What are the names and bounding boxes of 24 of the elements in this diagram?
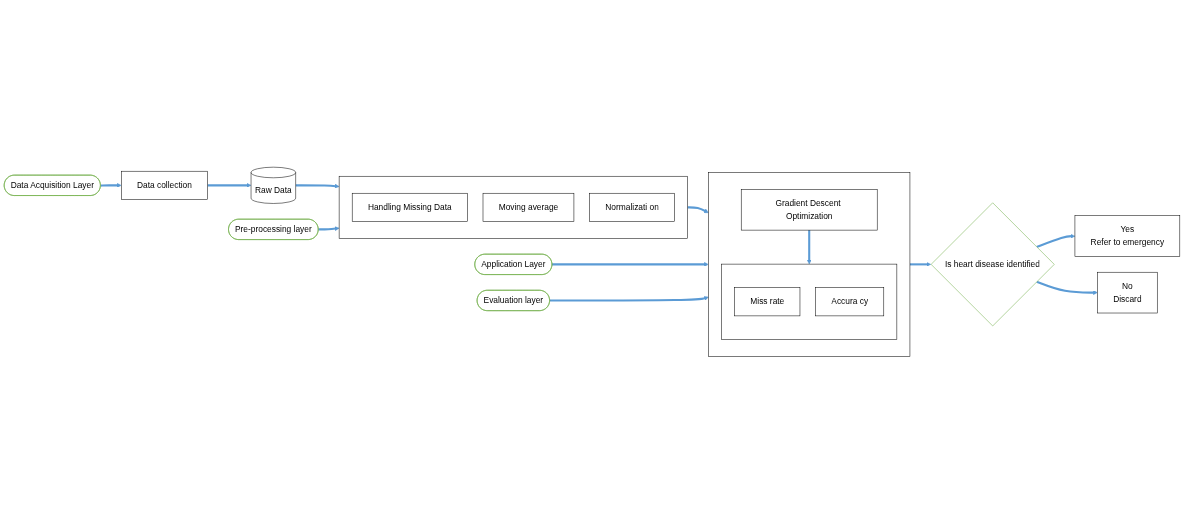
arrow [295,184,340,189]
arrow [1036,234,1076,249]
arrow [909,262,932,267]
node-diamond: Is heart disease identified [930,202,1055,327]
node-box: Miss rate [734,287,801,317]
arrow [806,230,812,265]
node-box: Normalizati on [589,193,675,222]
node-box: Gradient Descent Optimization [740,189,878,231]
arrow [100,183,122,188]
node-box: No Discard [1097,272,1158,314]
arrow [549,296,709,302]
arrow [318,226,340,232]
node-box: Handling Missing Data [351,193,468,222]
arrow [687,206,709,214]
arrow [551,262,709,267]
node-box: Yes Refer to emergency [1074,215,1181,257]
arrow [207,183,252,188]
node-box: Data collection [121,171,208,200]
arrow [1036,280,1098,296]
cluster [721,264,898,340]
cluster [338,176,688,239]
cluster [708,172,911,357]
node-box: Accura cy [815,287,885,317]
node-box: Moving average [482,193,575,222]
